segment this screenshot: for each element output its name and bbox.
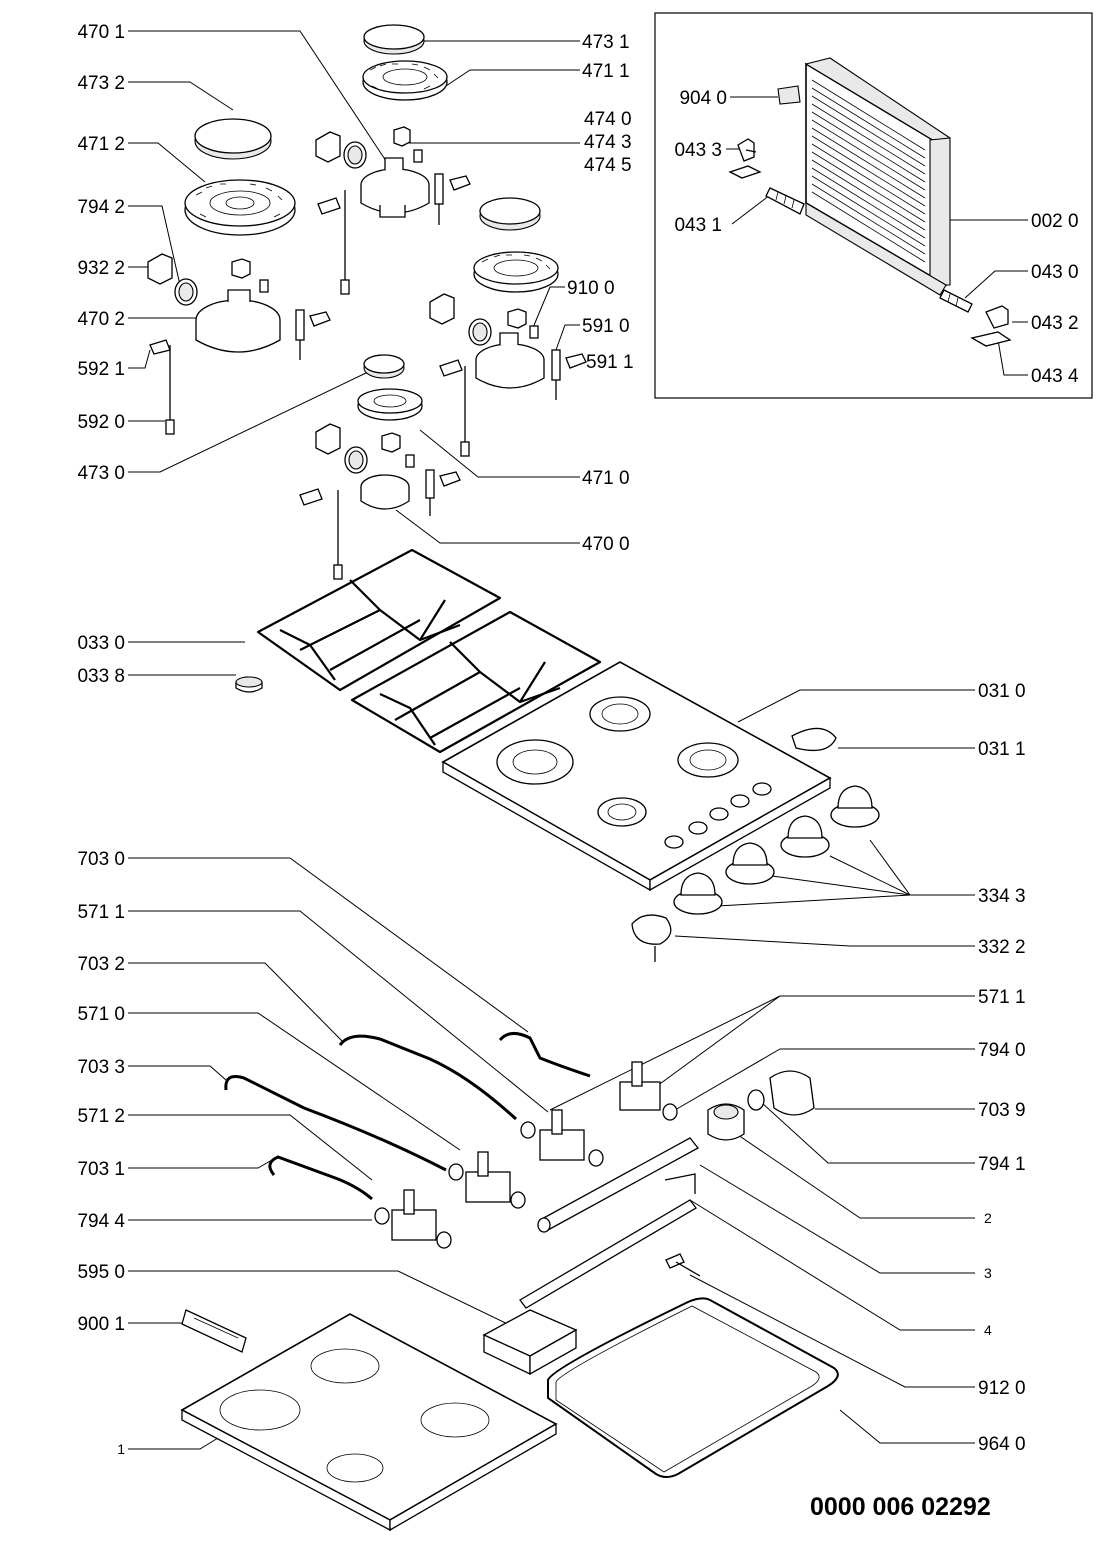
label-474-3: 474 3 [584, 132, 632, 153]
lid-inset-box [654, 12, 1093, 399]
label-571-1-left: 571 1 [77, 902, 125, 923]
hob-top-panel [441, 661, 880, 962]
leader-lines [128, 30, 1028, 1450]
label-964-0: 964 0 [978, 1434, 1026, 1455]
label-794-2: 794 2 [77, 197, 125, 218]
label-471-1: 471 1 [582, 61, 630, 82]
label-033-8: 033 8 [77, 666, 125, 687]
pan-supports [235, 548, 602, 754]
label-043-4: 043 4 [1031, 366, 1079, 387]
label-794-4: 794 4 [77, 1211, 125, 1232]
label-031-0: 031 0 [978, 681, 1026, 702]
label-794-1: 794 1 [978, 1154, 1026, 1175]
label-703-3: 703 3 [77, 1057, 125, 1078]
label-592-1: 592 1 [77, 359, 125, 380]
label-912-0: 912 0 [978, 1378, 1026, 1399]
label-703-2: 703 2 [77, 954, 125, 975]
label-571-1-right: 571 1 [978, 987, 1026, 1008]
label-002-0: 002 0 [1031, 211, 1079, 232]
label-591-0: 591 0 [582, 316, 630, 337]
base-assembly [180, 1297, 839, 1532]
label-474-0: 474 0 [584, 109, 632, 130]
control-knobs [631, 785, 880, 962]
label-043-3: 043 3 [674, 140, 722, 161]
label-471-2: 471 2 [77, 134, 125, 155]
label-470-1: 470 1 [77, 22, 125, 43]
label-470-0: 470 0 [582, 534, 630, 555]
document-number: 0000 006 02292 [810, 1493, 991, 1521]
label-4: 4 [984, 1322, 992, 1338]
label-043-2: 043 2 [1031, 313, 1079, 334]
label-473-0: 473 0 [77, 463, 125, 484]
label-471-0: 471 0 [582, 468, 630, 489]
label-703-0: 703 0 [77, 849, 125, 870]
label-571-2: 571 2 [77, 1106, 125, 1127]
label-591-1: 591 1 [586, 352, 634, 373]
label-595-0: 595 0 [77, 1262, 125, 1283]
label-794-0: 794 0 [978, 1040, 1026, 1061]
label-332-2: 332 2 [978, 937, 1026, 958]
label-910-0: 910 0 [567, 278, 615, 299]
label-900-1: 900 1 [77, 1314, 125, 1335]
label-932-2: 932 2 [77, 258, 125, 279]
label-592-0: 592 0 [77, 412, 125, 433]
burner-assemblies [147, 24, 587, 580]
label-473-1: 473 1 [582, 32, 630, 53]
label-2: 2 [984, 1210, 992, 1226]
label-1: 1 [117, 1441, 125, 1457]
label-043-1: 043 1 [674, 215, 722, 236]
label-571-0: 571 0 [77, 1004, 125, 1025]
label-043-0: 043 0 [1031, 262, 1079, 283]
label-470-2: 470 2 [77, 309, 125, 330]
label-904-0: 904 0 [679, 88, 727, 109]
label-703-9: 703 9 [978, 1100, 1026, 1121]
label-473-2: 473 2 [77, 73, 125, 94]
part-number-labels: 470 1 473 2 471 2 794 2 932 2 470 2 592 … [77, 22, 1079, 1457]
gas-taps-and-pipes [224, 1032, 815, 1309]
label-3: 3 [984, 1265, 992, 1281]
label-474-5: 474 5 [584, 155, 632, 176]
label-031-1: 031 1 [978, 739, 1026, 760]
label-334-3: 334 3 [978, 886, 1026, 907]
label-033-0: 033 0 [77, 633, 125, 654]
label-703-1: 703 1 [77, 1159, 125, 1180]
